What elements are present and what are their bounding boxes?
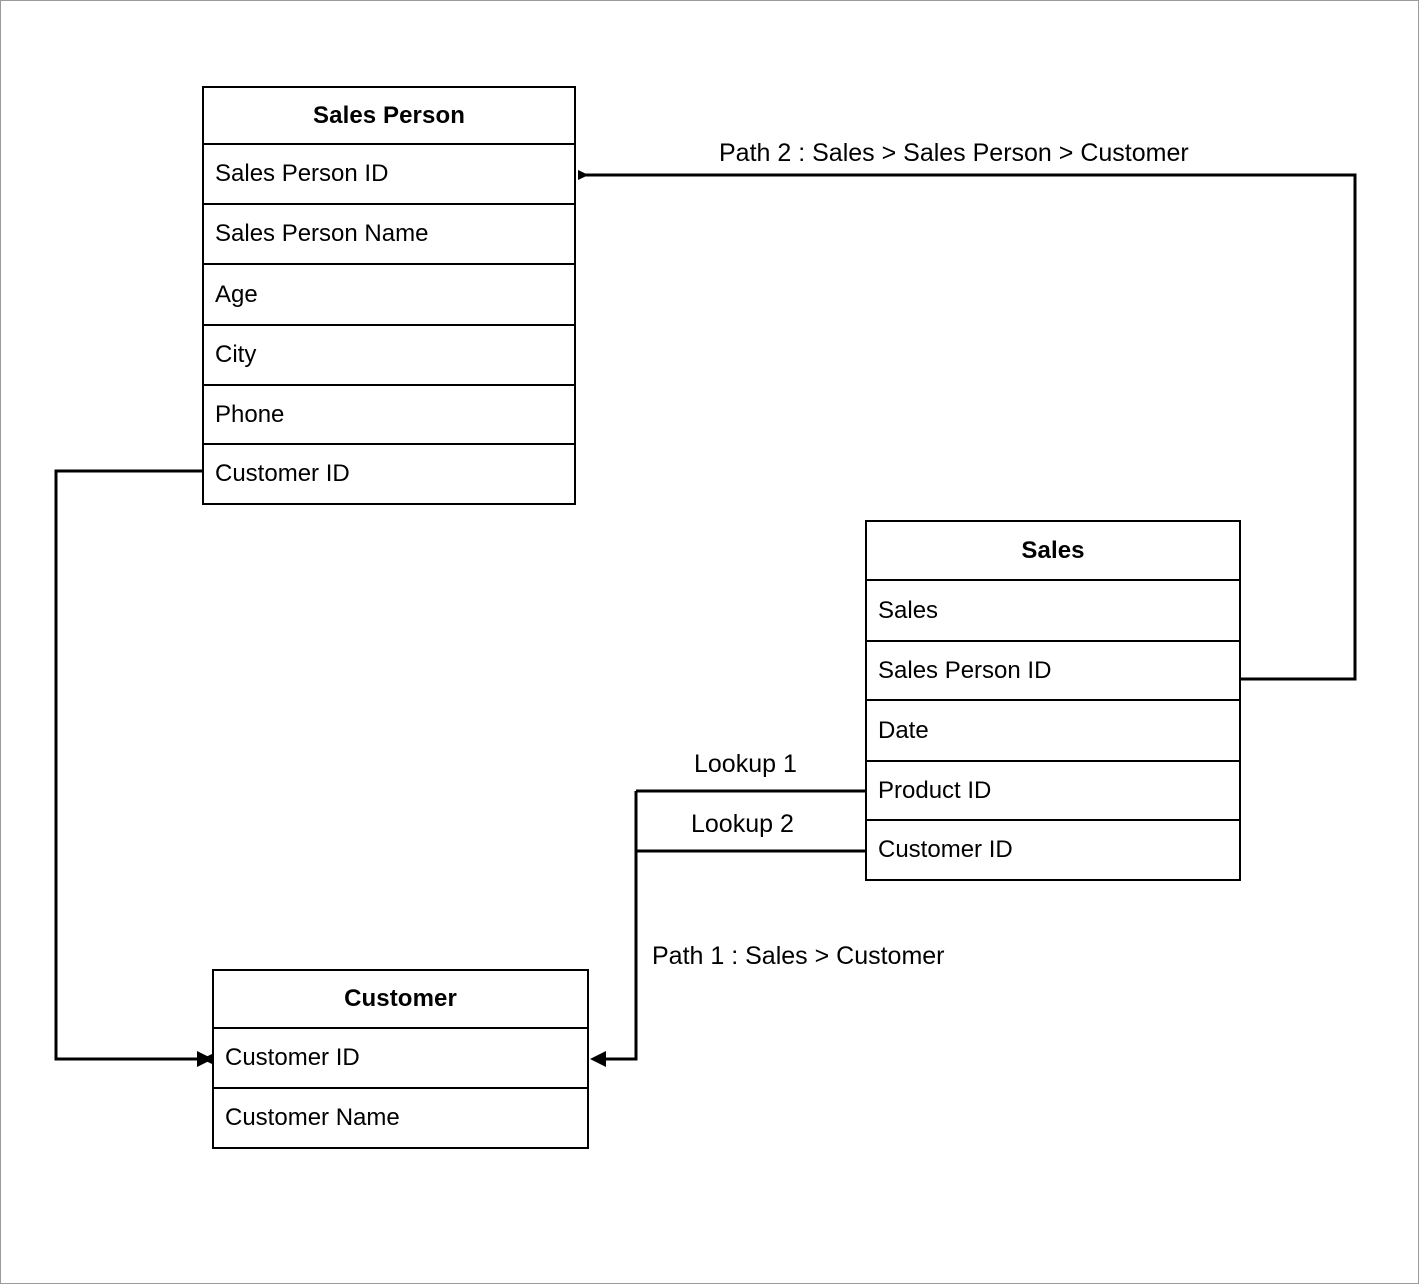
edge-label-path-1: Path 1 : Sales > Customer (652, 942, 945, 970)
field-date[interactable]: Date (867, 701, 1239, 762)
field-city[interactable]: City (204, 326, 574, 386)
field-age[interactable]: Age (204, 265, 574, 326)
entity-sales[interactable]: Sales Sales Sales Person ID Date Product… (865, 520, 1241, 881)
field-sales-person-name[interactable]: Sales Person Name (204, 205, 574, 265)
field-sales-person-id[interactable]: Sales Person ID (204, 145, 574, 205)
entity-customer-title: Customer (214, 971, 587, 1029)
field-product-id[interactable]: Product ID (867, 762, 1239, 821)
connector-path-1 (590, 791, 638, 1067)
edge-label-lookup-2: Lookup 2 (691, 810, 794, 838)
connector-sales-person-to-customer (54, 469, 213, 1067)
entity-customer[interactable]: Customer Customer ID Customer Name (212, 969, 589, 1149)
field-sales-customer-id[interactable]: Customer ID (878, 836, 1013, 863)
entity-sales-title: Sales (867, 522, 1239, 581)
field-sales[interactable]: Sales (867, 581, 1239, 642)
field-sales-sales-person-id[interactable]: Sales Person ID (867, 642, 1239, 701)
entity-sales-person[interactable]: Sales Person Sales Person ID Sales Perso… (202, 86, 576, 505)
edge-label-path-2: Path 2 : Sales > Sales Person > Customer (719, 139, 1189, 167)
field-phone[interactable]: Phone (204, 386, 574, 445)
field-customer-id[interactable]: Customer ID (215, 460, 350, 487)
field-customer-name[interactable]: Customer Name (225, 1104, 400, 1131)
entity-sales-person-title: Sales Person (204, 88, 574, 145)
field-customer-id-pk[interactable]: Customer ID (214, 1029, 587, 1089)
edge-label-lookup-1: Lookup 1 (694, 750, 797, 778)
